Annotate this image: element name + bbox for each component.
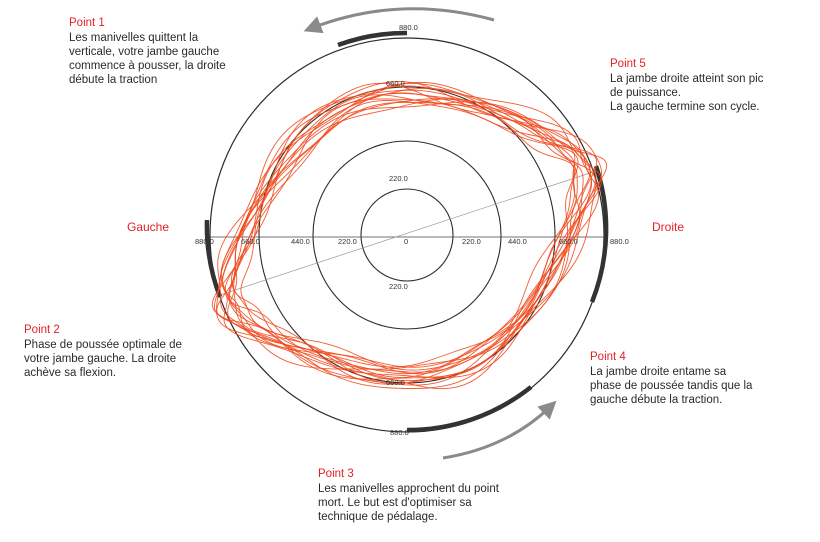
note-line: gauche débute la traction.	[590, 394, 723, 406]
tick-left-880: 880.0	[195, 237, 214, 246]
tick-right-880: 880.0	[610, 237, 629, 246]
note-point-5: Point 5 La jambe droite atteint son pic …	[610, 57, 763, 114]
tick-bottom-220: 220.0	[389, 282, 408, 291]
note-line: achève sa flexion.	[24, 367, 117, 379]
note-title: Point 3	[318, 468, 354, 480]
note-point-3: Point 3 Les manivelles approchent du poi…	[318, 467, 499, 524]
note-line: La gauche termine son cycle.	[610, 101, 760, 113]
pedaling-curve-trace	[217, 87, 603, 373]
pedaling-curve-trace	[224, 94, 581, 384]
note-title: Point 5	[610, 58, 646, 70]
tick-top-880: 880.0	[399, 23, 418, 32]
tick-left-220: 220.0	[338, 237, 357, 246]
pedaling-curve-trace	[222, 92, 598, 370]
label-right-droite: Droite	[652, 220, 684, 234]
tick-left-440: 440.0	[291, 237, 310, 246]
note-line: phase de poussée tandis que la	[590, 380, 753, 392]
tick-bottom-660: 660.0	[386, 378, 405, 387]
tick-top-220: 220.0	[389, 174, 408, 183]
tick-bottom-880: 880.0	[390, 428, 409, 437]
pedaling-curve-trace	[220, 81, 591, 380]
ring-220	[360, 188, 454, 282]
note-title: Point 4	[590, 351, 626, 363]
diagonal-axis	[219, 170, 597, 296]
note-line: verticale, votre jambe gauche	[69, 46, 220, 58]
pedaling-curve-trace	[213, 89, 593, 386]
note-title: Point 2	[24, 324, 60, 336]
label-left-gauche: Gauche	[127, 220, 169, 234]
note-line: Les manivelles quittent la	[69, 32, 199, 44]
arc-bottom	[406, 385, 533, 433]
note-line: technique de pédalage.	[318, 511, 438, 523]
rotation-arrow-bottom	[442, 400, 557, 460]
note-line: votre jambe gauche. La droite	[24, 353, 177, 365]
note-title: Point 1	[69, 17, 105, 29]
note-line: Phase de poussée optimale de	[24, 339, 182, 351]
note-point-1: Point 1 Les manivelles quittent la verti…	[69, 16, 226, 87]
pedaling-curve-trace	[232, 100, 579, 368]
pedaling-curve-trace	[211, 101, 599, 378]
pedaling-curve-trace	[229, 98, 592, 368]
pedaling-curve-trace	[216, 98, 602, 375]
note-point-2: Point 2 Phase de poussée optimale de vot…	[24, 323, 182, 380]
pedaling-force-curves	[211, 81, 608, 390]
tick-right-440: 440.0	[508, 237, 527, 246]
note-line: mort. Le but est d'optimiser sa	[318, 497, 472, 509]
tick-top-660: 660.0	[386, 79, 405, 88]
note-line: de puissance.	[610, 87, 681, 99]
tick-right-660: 660.0	[559, 237, 578, 246]
note-line: La jambe droite entame sa	[590, 366, 727, 378]
rotation-arrow-top	[303, 7, 495, 34]
note-line: La jambe droite atteint son pic	[610, 73, 764, 85]
tick-center: 0	[404, 237, 408, 246]
pedaling-curve-trace	[230, 82, 575, 385]
note-line: débute la traction	[69, 74, 158, 86]
tick-right-220: 220.0	[462, 237, 481, 246]
arc-top	[337, 30, 408, 48]
pedaling-curve-trace	[220, 82, 608, 379]
note-line: commence à pousser, la droite	[69, 60, 226, 72]
ring-440	[312, 140, 502, 330]
note-point-4: Point 4 La jambe droite entame sa phase …	[590, 350, 752, 407]
tick-left-660: 660.0	[241, 237, 260, 246]
note-line: Les manivelles approchent du point	[318, 483, 499, 495]
